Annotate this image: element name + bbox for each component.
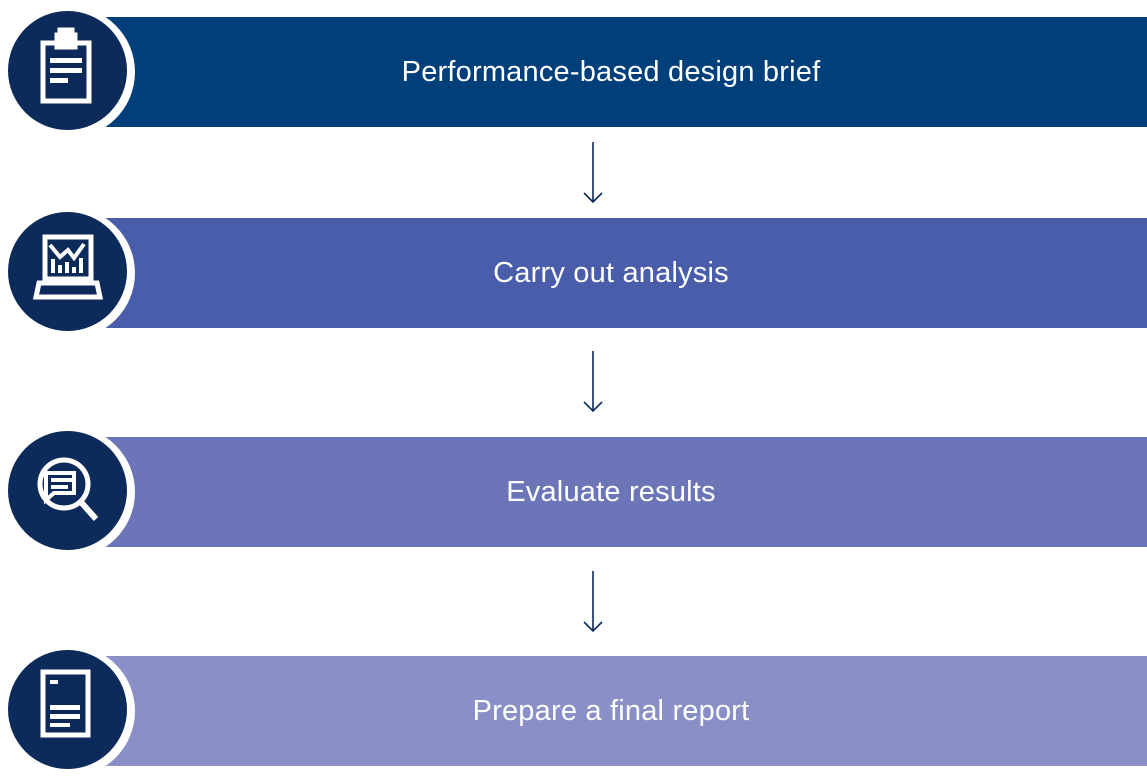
step-badge [3,6,135,138]
arrow-down-icon [578,571,608,633]
step-bar [60,656,1147,766]
step-badge [3,207,135,339]
step-performance-brief: Performance-based design brief [0,6,1147,138]
step-prepare-final-report: Prepare a final report [0,645,1147,777]
step-bar [60,437,1147,547]
magnifier-document-icon [37,457,99,521]
step-carry-out-analysis: Carry out analysis [0,207,1147,339]
report-document-icon [40,669,91,738]
step-label: Carry out analysis [493,257,729,289]
step-label: Evaluate results [506,476,716,508]
step-evaluate-results: Evaluate results [0,426,1147,558]
step-bar [60,218,1147,328]
step-label: Performance-based design brief [401,56,821,88]
clipboard-icon [40,27,92,104]
step-badge [3,645,135,777]
arrow-down-icon [578,351,608,413]
step-bar [60,17,1147,127]
step-badge [3,426,135,558]
arrow-down-icon [578,142,608,204]
step-label: Prepare a final report [472,695,750,727]
laptop-chart-icon [32,234,104,300]
